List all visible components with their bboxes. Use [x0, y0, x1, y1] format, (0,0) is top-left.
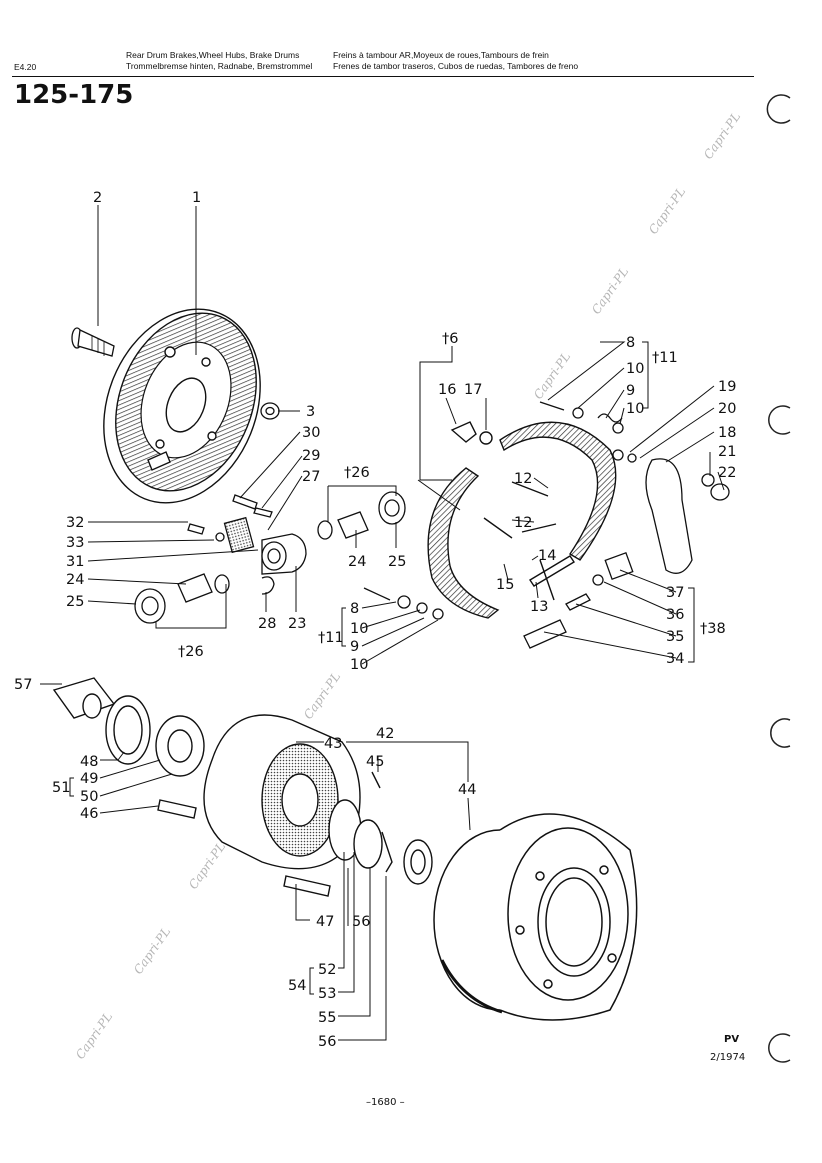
callout-52: 52	[318, 962, 336, 978]
callout-23: 23	[288, 616, 306, 632]
callout-24b: 24	[348, 554, 366, 570]
callout-10b: 10	[626, 401, 644, 417]
callout-12b: 12	[514, 515, 532, 531]
callout-25b: 25	[388, 554, 406, 570]
wheel-hub-drawing	[52, 677, 433, 897]
callout-9: 9	[626, 383, 635, 399]
svg-text:Capri-PL: Capri-PL	[301, 670, 343, 722]
callout-16: 16	[438, 382, 456, 398]
callout-54: 54	[288, 978, 306, 994]
wheel-bolt-2-drawing	[71, 327, 115, 357]
callout-3: 3	[306, 404, 315, 420]
callout-1: 1	[192, 190, 201, 206]
callout-13: 13	[530, 599, 548, 615]
title-spanish: Frenes de tambor traseros, Cubos de rued…	[333, 61, 579, 71]
callout-51: 51	[52, 780, 70, 796]
callout-11: †11	[652, 350, 678, 366]
callout-17: 17	[464, 382, 482, 398]
model-range: 125-175	[14, 80, 134, 110]
callout-49: 49	[80, 771, 98, 787]
callout-27: 27	[302, 469, 320, 485]
callout-8: 8	[626, 335, 635, 351]
callout-9b: 9	[350, 639, 359, 655]
catalog-section-code: E4.20	[14, 62, 37, 72]
callout-48: 48	[80, 754, 98, 770]
callout-44: 44	[458, 782, 476, 798]
callout-21: 21	[718, 444, 736, 460]
callout-11b: †11	[318, 630, 344, 646]
callout-55: 55	[318, 1010, 336, 1026]
header-rule	[12, 76, 754, 77]
callout-25: 25	[66, 594, 84, 610]
callout-47: 47	[316, 914, 334, 930]
svg-text:Capri-PL: Capri-PL	[701, 110, 743, 162]
nut-3-drawing	[260, 402, 280, 420]
callout-labels: 1 2 3 †6 8 10 9 10 †11 16 17 19 20 18 21…	[14, 190, 736, 1050]
revision-code: PV	[724, 1034, 740, 1045]
callout-29: 29	[302, 448, 320, 464]
callout-38: †38	[700, 621, 726, 637]
callout-6: †6	[442, 331, 458, 347]
callout-10d: 10	[350, 657, 368, 673]
callout-56: 56	[352, 914, 370, 930]
callout-30: 30	[302, 425, 320, 441]
callout-10: 10	[626, 361, 644, 377]
callout-57: 57	[14, 677, 32, 693]
callout-28: 28	[258, 616, 276, 632]
callout-37: 37	[666, 585, 684, 601]
watermark-group: Capri-PL Capri-PL Capri-PL Capri-PL Capr…	[73, 110, 743, 1062]
callout-20: 20	[718, 401, 736, 417]
brake-drum-drawing	[433, 813, 638, 1021]
callout-26-top: †26	[344, 465, 370, 481]
revision-date: 2/1974	[710, 1052, 746, 1063]
callout-42: 42	[376, 726, 394, 742]
page-number: –1680 –	[366, 1097, 405, 1108]
brake-shoe-drawing	[427, 421, 617, 619]
callout-2: 2	[93, 190, 102, 206]
svg-text:Capri-PL: Capri-PL	[531, 350, 573, 402]
binder-punch-marks	[766, 94, 791, 1063]
callout-26-bottom: †26	[178, 644, 204, 660]
callout-53: 53	[318, 986, 336, 1002]
svg-text:Capri-PL: Capri-PL	[589, 265, 631, 317]
callout-33: 33	[66, 535, 84, 551]
callout-34: 34	[666, 651, 684, 667]
callout-31: 31	[66, 554, 84, 570]
callout-43: 43	[324, 736, 342, 752]
callout-12: 12	[514, 471, 532, 487]
callout-36: 36	[666, 607, 684, 623]
callout-19: 19	[718, 379, 736, 395]
callout-22: 22	[718, 465, 736, 481]
callout-50: 50	[80, 789, 98, 805]
wheel-cylinder-drawing	[134, 491, 406, 624]
title-french: Freins à tambour AR,Moyeux de roues,Tamb…	[333, 50, 549, 60]
callout-24: 24	[66, 572, 84, 588]
backing-plate-drawing	[103, 308, 261, 504]
callout-14: 14	[538, 548, 556, 564]
callout-46: 46	[80, 806, 98, 822]
svg-text:Capri-PL: Capri-PL	[131, 925, 173, 977]
svg-text:Capri-PL: Capri-PL	[186, 840, 228, 892]
callout-10c: 10	[350, 621, 368, 637]
svg-text:Capri-PL: Capri-PL	[73, 1010, 115, 1062]
callout-15: 15	[496, 577, 514, 593]
callout-56b: 56	[318, 1034, 336, 1050]
callout-32: 32	[66, 515, 84, 531]
callout-18: 18	[718, 425, 736, 441]
leader-lines	[40, 205, 725, 1041]
callout-35: 35	[666, 629, 684, 645]
callout-45: 45	[366, 754, 384, 770]
title-german: Trommelbremse hinten, Radnabe, Bremstrom…	[126, 61, 313, 71]
callout-8b: 8	[350, 601, 359, 617]
svg-text:Capri-PL: Capri-PL	[646, 185, 688, 237]
title-english: Rear Drum Brakes,Wheel Hubs, Brake Drums	[126, 50, 300, 60]
